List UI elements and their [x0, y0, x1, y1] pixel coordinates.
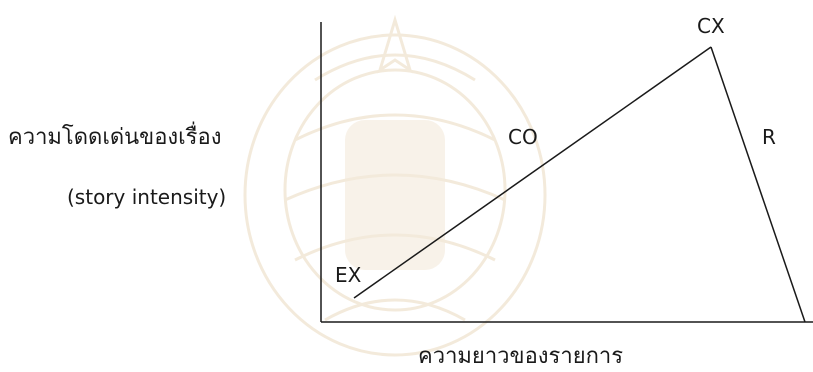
resolution-label: R: [762, 125, 776, 149]
university-seal-watermark: [243, 14, 547, 357]
climax-label: CX: [697, 14, 725, 38]
x-axis-label-thai: ความยาวของรายการ: [418, 344, 624, 369]
complication-label: CO: [508, 125, 538, 149]
y-axis-label-english: (story intensity): [67, 185, 227, 209]
rising-action-line: [353, 46, 712, 299]
exposition-label: EX: [335, 263, 362, 287]
falling-action-line: [710, 46, 806, 323]
y-axis-label-thai: ความโดดเด่นของเรื่อง: [8, 125, 222, 150]
